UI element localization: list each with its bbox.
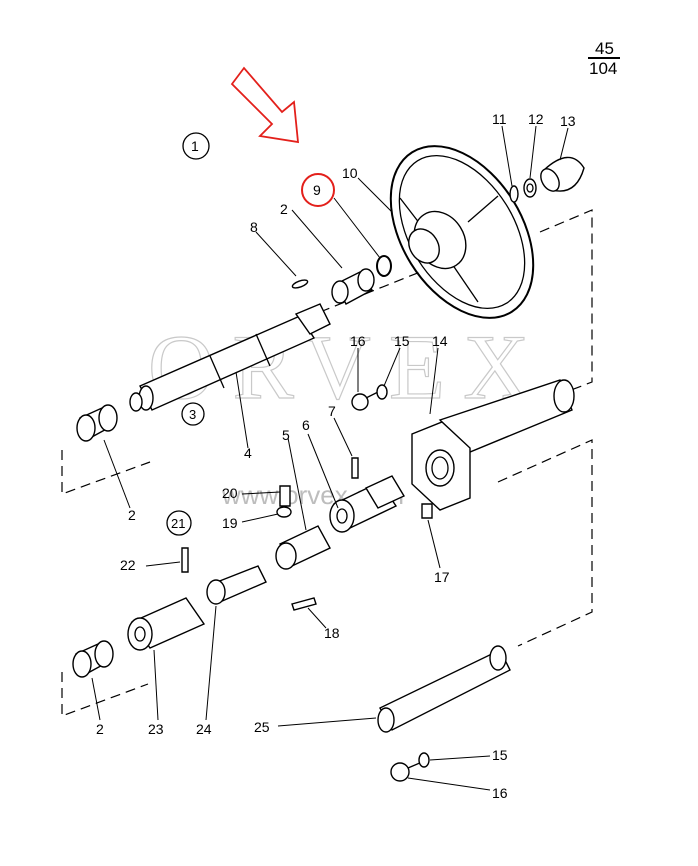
label-24: 24 xyxy=(196,721,212,737)
label-13: 13 xyxy=(560,113,576,129)
page-reference: 45 104 xyxy=(588,39,620,78)
label-10: 10 xyxy=(342,165,358,181)
universal-joint-upper xyxy=(329,475,406,533)
label-4: 4 xyxy=(244,445,252,461)
bushing-bottom xyxy=(72,640,114,678)
label-15-bottom: 15 xyxy=(492,747,508,763)
bushing-middle xyxy=(76,404,118,442)
washer xyxy=(509,185,519,203)
nut-19 xyxy=(276,506,292,518)
upper-shaft xyxy=(129,303,331,412)
label-16-bottom: 16 xyxy=(492,785,508,801)
nut xyxy=(523,178,537,198)
pin-22 xyxy=(181,547,189,573)
pin-18 xyxy=(291,597,317,611)
coupler xyxy=(275,525,331,570)
label-18: 18 xyxy=(324,625,340,641)
steering-wheel xyxy=(389,145,535,319)
group-label-3-text: 3 xyxy=(189,407,196,422)
label-16-top: 16 xyxy=(350,333,366,349)
label-2-bottom: 2 xyxy=(96,721,104,737)
label-25: 25 xyxy=(254,719,270,735)
label-5: 5 xyxy=(282,427,290,443)
label-19: 19 xyxy=(222,515,238,531)
part-labels: 2 8 10 11 12 13 16 15 14 4 2 7 6 5 20 19… xyxy=(96,111,576,801)
intermediate-shaft xyxy=(206,565,267,605)
pin-7 xyxy=(351,457,359,479)
leader-lines xyxy=(91,125,569,791)
group-label-3: 3 xyxy=(181,402,205,426)
group-label-1-text: 1 xyxy=(191,138,199,154)
label-23: 23 xyxy=(148,721,164,737)
label-12: 12 xyxy=(528,111,544,127)
label-11: 11 xyxy=(492,111,507,127)
label-8: 8 xyxy=(250,219,258,235)
universal-joint-lower xyxy=(127,597,206,651)
label-14: 14 xyxy=(432,333,448,349)
set-screw-17 xyxy=(421,503,433,519)
page-ref-bottom: 104 xyxy=(589,59,617,78)
horn-cap xyxy=(540,156,585,192)
lower-shaft xyxy=(377,645,511,733)
key xyxy=(291,279,309,289)
assembly-guide-lines xyxy=(61,209,593,717)
indicator-arrow xyxy=(230,66,300,144)
label-17: 17 xyxy=(434,569,450,585)
bushing-top xyxy=(331,268,375,305)
page-ref-top: 45 xyxy=(595,39,614,58)
group-label-9: 9 xyxy=(301,173,335,207)
snap-ring xyxy=(376,255,392,277)
label-2-top: 2 xyxy=(280,201,288,217)
label-15-top: 15 xyxy=(394,333,410,349)
group-label-21: 21 xyxy=(166,510,192,536)
clip-bottom xyxy=(418,752,430,768)
bolt-top xyxy=(351,389,383,411)
group-label-9-text: 9 xyxy=(313,182,321,198)
label-6: 6 xyxy=(302,417,310,433)
clip-top xyxy=(376,384,388,400)
label-22: 22 xyxy=(120,557,136,573)
group-label-1: 1 xyxy=(182,132,210,160)
column-tube xyxy=(411,379,575,511)
bolt-20 xyxy=(279,485,291,507)
bolt-bottom xyxy=(390,761,423,782)
group-label-21-text: 21 xyxy=(171,516,185,531)
label-2-middle: 2 xyxy=(128,507,136,523)
label-20: 20 xyxy=(222,485,238,501)
label-7: 7 xyxy=(328,403,336,419)
